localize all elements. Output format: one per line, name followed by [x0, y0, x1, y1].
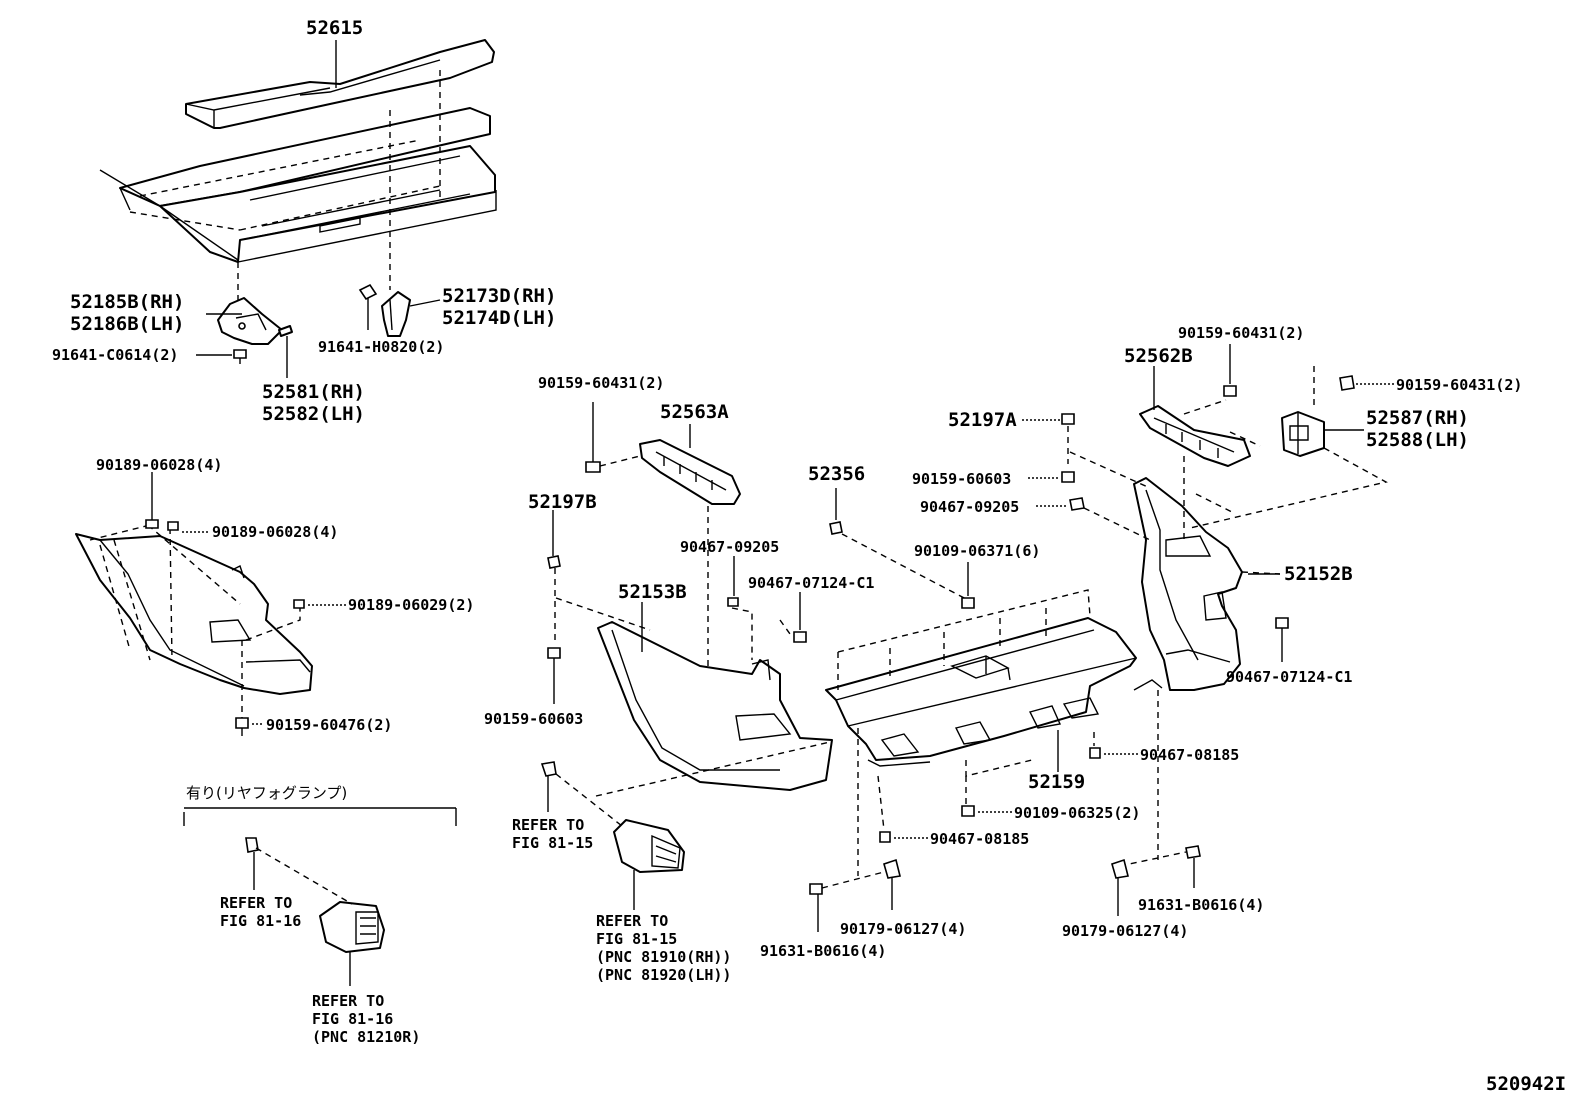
label-90109-06371: 90109-06371(6) [914, 542, 1040, 560]
label-91641-h0820: 91641-H0820(2) [318, 338, 444, 356]
screw-90467-07124-a-icon [779, 592, 807, 643]
label-refer-81-15-b-line2: FIG 81-15 [596, 930, 677, 948]
label-90159-60476: 90159-60476(2) [266, 716, 392, 734]
bracket-52587 [1189, 366, 1388, 529]
label-refer-81-16-b-line3: (PNC 81210R) [312, 1028, 420, 1046]
label-52588: 52588(LH) [1366, 429, 1469, 451]
clip-52197b-icon [547, 510, 651, 640]
label-90159-60431-a: 90159-60431(2) [538, 374, 664, 392]
screw-90467-07124-b-icon [1275, 617, 1289, 662]
label-90189-06028-b: 90189-06028(4) [212, 523, 338, 541]
label-52582: 52582(LH) [262, 403, 365, 425]
socket-81-16-icon [245, 837, 353, 905]
label-refer-81-15-a-line1: REFER TO [512, 816, 584, 834]
label-90189-06028-a: 90189-06028(4) [96, 456, 222, 474]
label-90159-60431-c: 90159-60431(2) [1396, 376, 1522, 394]
socket-81-15-icon [540, 741, 831, 827]
label-52174d: 52174D(LH) [442, 307, 556, 329]
label-52563a: 52563A [660, 401, 729, 423]
clip-90179-06127-b-icon [1111, 858, 1129, 916]
screw-90467-09205-a-icon [727, 556, 753, 660]
label-90179-06127-b: 90179-06127(4) [1062, 922, 1188, 940]
label-90467-09205-a: 90467-09205 [680, 538, 779, 556]
label-optional-fog-lamp: 有り(リヤフォグランプ) [186, 784, 347, 802]
nut-52356-icon [829, 488, 969, 601]
label-52153b: 52153B [618, 581, 687, 603]
label-52152b: 52152B [1284, 563, 1353, 585]
label-refer-81-16-a-line1: REFER TO [220, 894, 292, 912]
label-91631-b0616-a: 91631-B0616(4) [760, 942, 886, 960]
retainer-52562b [1139, 366, 1261, 540]
screw-90159-60603-b-icon [1028, 471, 1075, 483]
label-90109-06325: 90109-06325(2) [1014, 804, 1140, 822]
label-90467-09205-b: 90467-09205 [920, 498, 1019, 516]
label-52197a: 52197A [948, 409, 1017, 431]
nut-91641-h0820-icon [358, 283, 378, 330]
label-52587: 52587(RH) [1366, 407, 1469, 429]
label-90467-07124-b: 90467-07124-C1 [1226, 668, 1352, 686]
screw-90467-08185-a-icon [1089, 732, 1138, 759]
label-52173d: 52173D(RH) [442, 285, 556, 307]
label-refer-81-15-b-line3: (PNC 81910(RH)) [596, 948, 731, 966]
label-90467-07124-a: 90467-07124-C1 [748, 574, 874, 592]
label-90467-08185-a: 90467-08185 [1140, 746, 1239, 764]
bumper-extension-left [75, 524, 313, 722]
screw-90159-60603-a-icon [547, 647, 561, 704]
screw-90467-09205-b-icon [1036, 497, 1151, 541]
bolt-91641-c0614-icon [196, 349, 247, 364]
label-90189-06029: 90189-06029(2) [348, 596, 474, 614]
clip-90179-06127-a-icon [821, 858, 901, 910]
bumper-side-52152b [1119, 477, 1281, 867]
bumper-side-52153b [597, 602, 833, 791]
screw-90159-60431-c-icon [1339, 375, 1394, 391]
label-90159-60603-a: 90159-60603 [484, 710, 583, 728]
label-refer-81-15-b-line4: (PNC 81920(LH)) [596, 966, 731, 984]
bumper-reinforcement [99, 70, 497, 305]
label-90467-08185-b: 90467-08185 [930, 830, 1029, 848]
label-refer-81-16-b-line1: REFER TO [312, 992, 384, 1010]
label-52186b: 52186B(LH) [70, 313, 184, 335]
screw-90109-06371-icon [961, 562, 975, 609]
label-91641-c0614: 91641-C0614(2) [52, 346, 178, 364]
screw-90109-06325-icon [961, 776, 1012, 817]
label-52185b: 52185B(RH) [70, 291, 184, 313]
bracket-52173d [381, 291, 411, 337]
screw-91631-b0616-b-icon [1185, 845, 1201, 888]
label-52615: 52615 [306, 17, 363, 39]
screw-90159-60431-b-icon [1223, 344, 1237, 397]
label-52562b: 52562B [1124, 345, 1193, 367]
label-refer-81-16-a-line2: FIG 81-16 [220, 912, 301, 930]
label-90159-60603-b: 90159-60603 [912, 470, 1011, 488]
label-91631-b0616-b: 91631-B0616(4) [1138, 896, 1264, 914]
bracket-52185b [217, 297, 283, 345]
label-90159-60431-b: 90159-60431(2) [1178, 324, 1304, 342]
clip-90189-06028-b-icon [167, 521, 179, 531]
retainer-52563a [639, 424, 741, 668]
screw-90159-60431-a-icon [585, 402, 641, 473]
leader-52173d [409, 299, 441, 307]
label-52159: 52159 [1028, 771, 1085, 793]
label-refer-81-16-b-line2: FIG 81-16 [312, 1010, 393, 1028]
clip-52197a-icon [1022, 413, 1151, 489]
energy-absorber-52615 [185, 39, 495, 129]
label-52197b: 52197B [528, 491, 597, 513]
optional-fog-lamp-bracket [183, 807, 457, 826]
screw-90467-08185-b-icon [877, 775, 928, 843]
label-refer-81-15-a-line2: FIG 81-15 [512, 834, 593, 852]
diagram-id: 520942I [1486, 1073, 1566, 1095]
lower-cover-52159 [825, 589, 1137, 876]
screw-91631-b0616-a-icon [809, 883, 823, 932]
clip-90189-06028-a-icon [145, 472, 159, 529]
label-refer-81-15-b-line1: REFER TO [596, 912, 668, 930]
label-52581: 52581(RH) [262, 381, 365, 403]
label-90179-06127-a: 90179-06127(4) [840, 920, 966, 938]
label-52356: 52356 [808, 463, 865, 485]
reflector-lamp-center [613, 819, 685, 910]
pad-52581 [278, 325, 293, 378]
screw-90159-60476-icon [235, 717, 249, 736]
fog-lamp-left [319, 901, 385, 986]
clip-90189-06029-icon [293, 599, 305, 609]
